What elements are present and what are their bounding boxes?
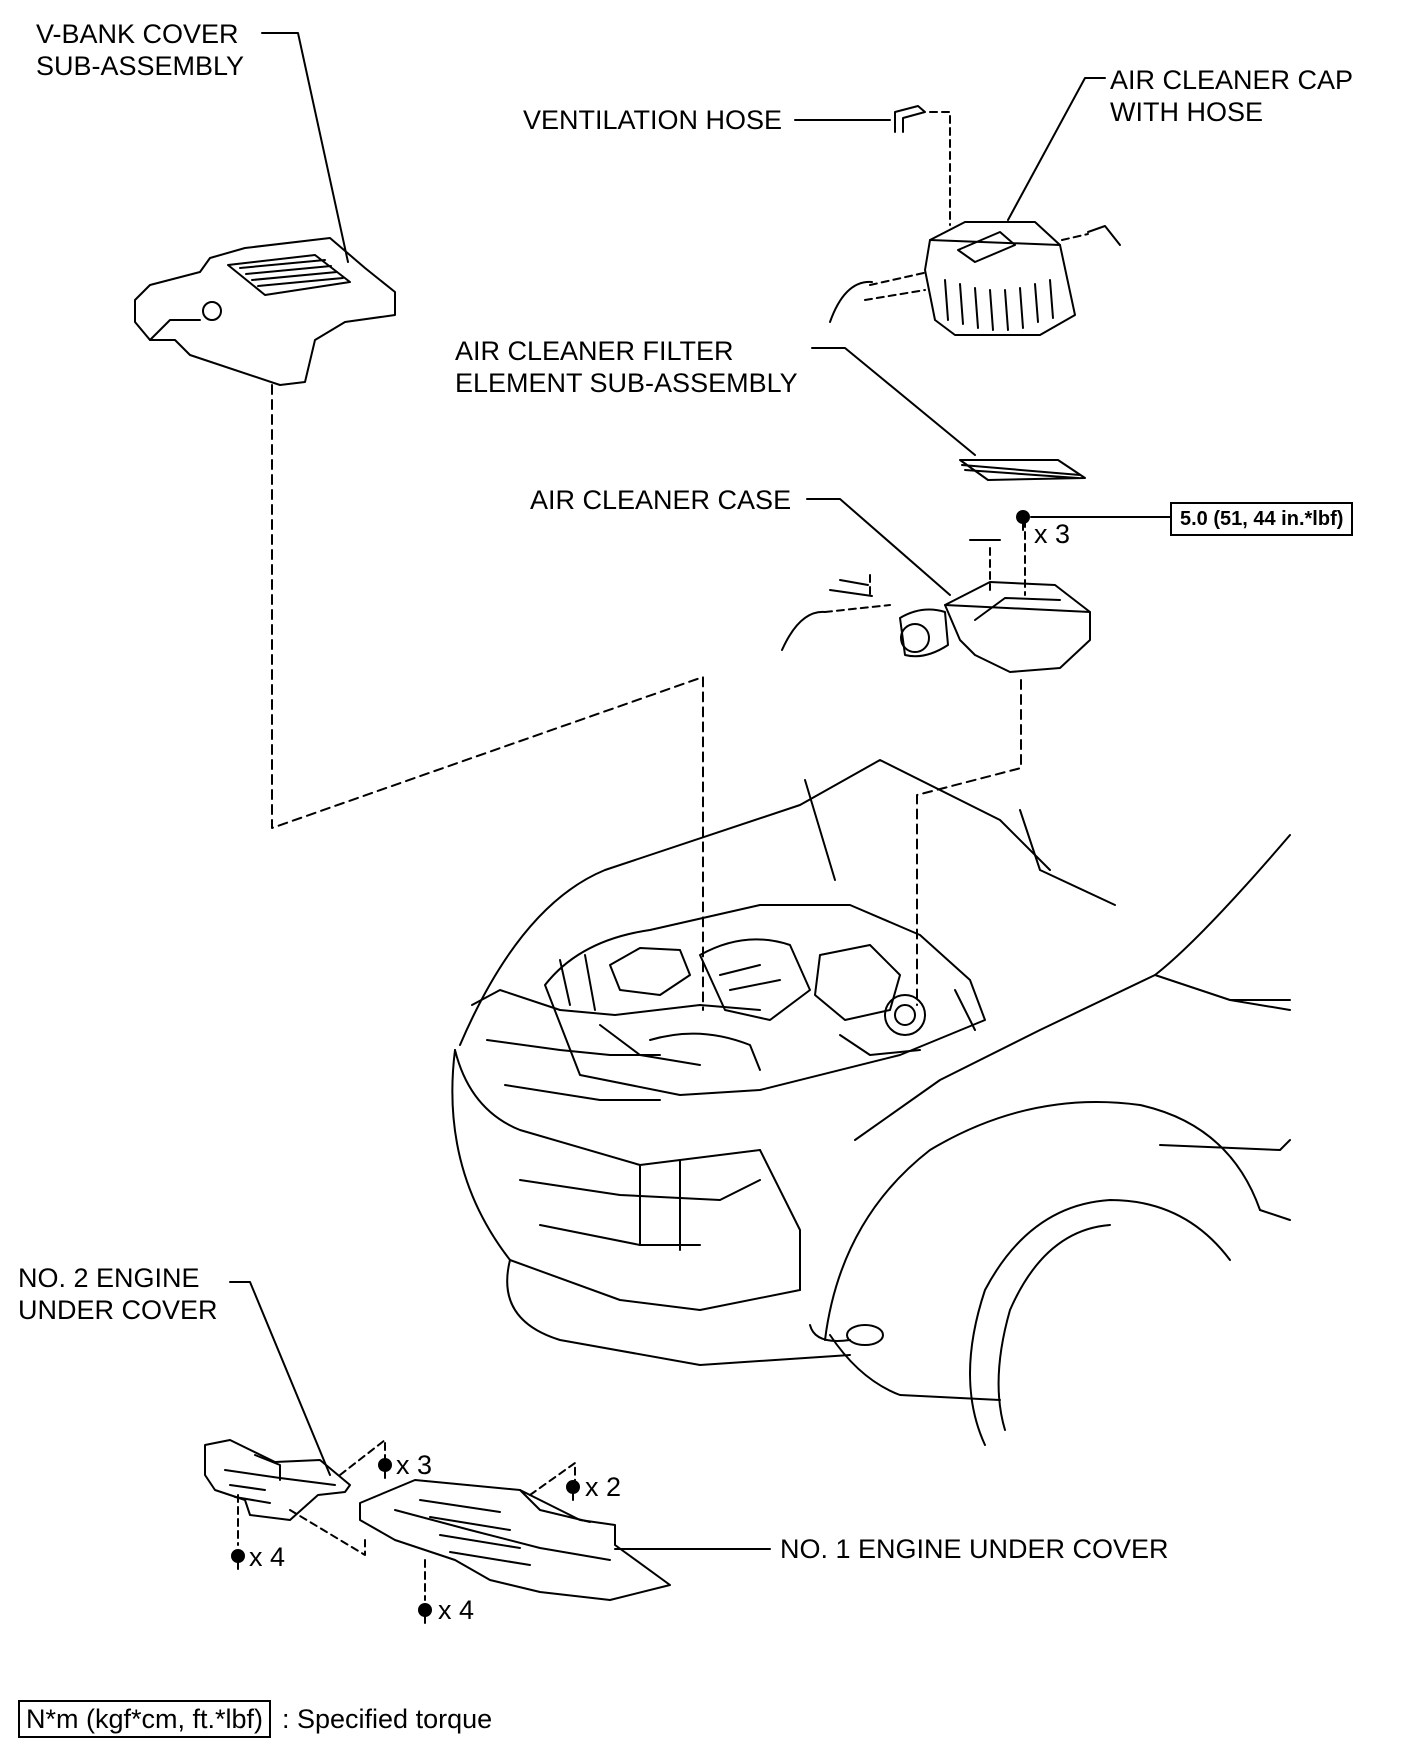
v-bank-dashed-route — [271, 384, 704, 1011]
label-air-cleaner-case: AIR CLEANER CASE — [530, 485, 792, 515]
air-cleaner-cap-dashed — [864, 233, 1089, 301]
no2-engine-under-cover-leader — [229, 1281, 331, 1476]
legend-specified-torque: : Specified torque — [282, 1704, 493, 1734]
label-v-bank-cover: V-BANK COVER SUB-ASSEMBLY — [36, 19, 245, 81]
v-bank-leader — [261, 32, 349, 263]
label-ventilation-hose: VENTILATION HOSE — [523, 105, 783, 135]
no1-dashed — [424, 1462, 576, 1601]
air-cleaner-cap-part — [829, 221, 1121, 336]
label-no1-engine-under-cover: NO. 1 ENGINE UNDER COVER — [780, 1534, 1169, 1564]
air-cleaner-to-engine-dashed — [916, 679, 1022, 1006]
v-bank-cover-part — [134, 237, 396, 386]
no1-bottom-bolt — [418, 1603, 432, 1624]
vehicle-front-outline — [451, 759, 1291, 1446]
no2-top-bolt — [378, 1458, 392, 1479]
ventilation-hose-part — [894, 105, 926, 133]
label-air-cleaner-cap: AIR CLEANER CAP WITH HOSE — [1110, 65, 1354, 127]
no2-bottom-bolt — [231, 1549, 245, 1570]
air-cleaner-filter-leader — [811, 347, 976, 456]
air-cleaner-filter-part — [959, 459, 1086, 481]
qty-no1-bottom: x 4 — [438, 1595, 475, 1625]
qty-no2-bottom: x 4 — [249, 1542, 286, 1572]
label-air-cleaner-filter: AIR CLEANER FILTER ELEMENT SUB-ASSEMBLY — [455, 336, 798, 398]
legend-torque-unit-box: N*m (kgf*cm, ft.*lbf) — [18, 1700, 272, 1738]
air-cleaner-cap-leader — [1007, 77, 1106, 221]
label-no2-engine-under-cover: NO. 2 ENGINE UNDER COVER — [18, 1263, 218, 1325]
no2-dashed — [237, 1439, 386, 1556]
air-cleaner-case-part — [781, 539, 1091, 673]
qty-case-bolts: x 3 — [1034, 519, 1071, 549]
qty-no2-top: x 3 — [396, 1450, 433, 1480]
engine-bay — [544, 904, 986, 1096]
no2-engine-under-cover-part — [204, 1439, 351, 1521]
qty-no1-top: x 2 — [585, 1472, 622, 1502]
no1-top-bolt — [566, 1480, 580, 1501]
case-bolt — [1016, 510, 1030, 531]
ventilation-hose-dashed — [929, 111, 951, 226]
air-cleaner-case-leader — [806, 498, 951, 596]
no1-engine-under-cover-part — [359, 1479, 671, 1601]
torque-spec-case-bolts: 5.0 (51, 44 in.*lbf) — [1170, 502, 1354, 536]
